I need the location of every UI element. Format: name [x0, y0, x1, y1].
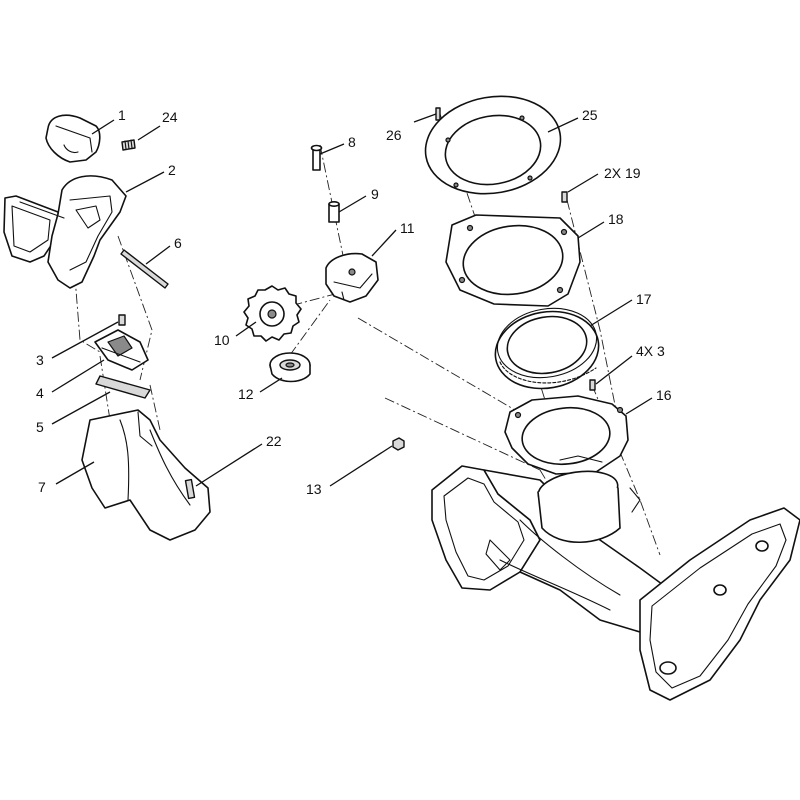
part-8-pin: [310, 144, 323, 171]
part-19-screws: [561, 191, 568, 203]
callout-4: 4: [36, 385, 44, 401]
part-11-gear-housing: [325, 252, 379, 303]
part-10-gear: [243, 285, 302, 342]
callout-12: 12: [238, 386, 254, 402]
callout-13: 13: [306, 481, 322, 497]
callout-16: 16: [656, 387, 672, 403]
callout-10: 10: [214, 332, 230, 348]
callout-9: 9: [371, 186, 379, 202]
part-7-deflector: [81, 409, 211, 541]
part-25-top-ring: [424, 95, 562, 195]
callout-labels: 1 24 2 6 8 9 11 26 25 2X 19 18 17 4X 3 1…: [36, 107, 672, 497]
callout-26: 26: [386, 127, 402, 143]
callout-6: 6: [174, 235, 182, 251]
callout-8: 8: [348, 134, 356, 150]
callout-24: 24: [162, 109, 178, 125]
part-3-screws-set: [589, 379, 596, 391]
part-26-screw: [435, 107, 441, 121]
part-18-mounting-plate: [445, 214, 581, 307]
callout-17: 17: [636, 291, 652, 307]
part-17-ring-gear: [494, 307, 600, 390]
part-5-plate: [95, 375, 151, 399]
part-12-worm-gear: [269, 352, 311, 383]
callout-4x3: 4X 3: [636, 343, 665, 359]
leader-lines: [51, 113, 653, 487]
callout-1: 1: [118, 107, 126, 123]
callout-3: 3: [36, 352, 44, 368]
part-3-screw: [118, 314, 126, 326]
callout-11: 11: [400, 220, 415, 236]
part-22-bolt: [184, 478, 196, 500]
part-2-control-head: [3, 175, 127, 289]
callout-7: 7: [38, 479, 46, 495]
auger-housing: [431, 455, 800, 701]
callout-5: 5: [36, 419, 44, 435]
callout-25: 25: [582, 107, 598, 123]
part-1-handle-cap: [45, 114, 101, 163]
part-6-rod: [120, 249, 169, 289]
callout-18: 18: [608, 211, 624, 227]
part-24-spring: [121, 139, 136, 151]
part-9-bushing: [328, 201, 340, 223]
callout-22: 22: [266, 433, 282, 449]
callout-2: 2: [168, 162, 176, 178]
part-4-bracket: [94, 329, 149, 371]
part-16-chute-base: [504, 395, 629, 475]
part-13-nut: [392, 437, 405, 451]
callout-2x19: 2X 19: [604, 165, 641, 181]
